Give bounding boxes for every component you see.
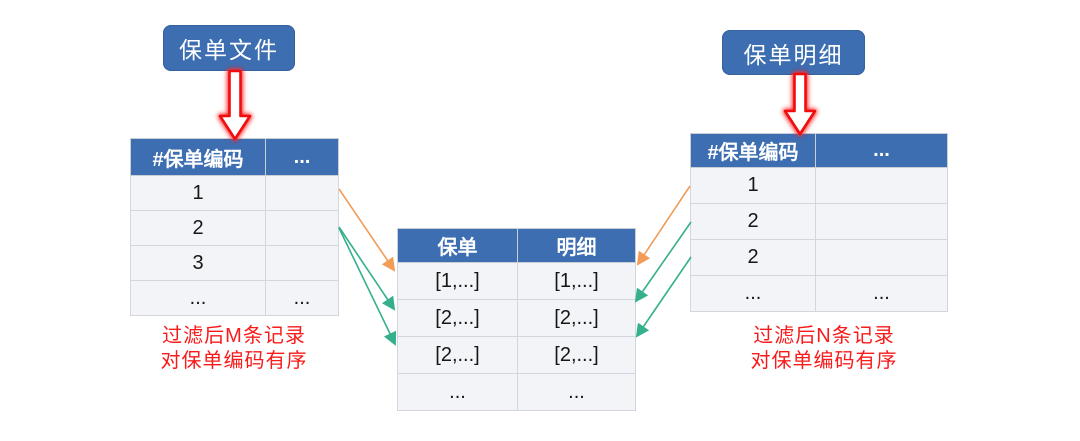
table-cell: 2: [690, 203, 816, 240]
policy-detail-table: #保单编码 ... 1 2 2 ... ...: [690, 133, 948, 312]
join-arrow-green-left: [338, 226, 396, 311]
table-cell: ...: [690, 275, 816, 312]
table-cell: ...: [397, 373, 518, 411]
table-cell: [2,...]: [517, 336, 636, 374]
policy-file-table: #保单编码 ... 1 2 3 ... ...: [130, 138, 339, 316]
join-arrow-green-right: [634, 221, 692, 303]
table-row: [2,...] [2,...]: [397, 336, 636, 374]
table-cell: [265, 210, 339, 246]
policy-id-header: #保单编码: [690, 133, 816, 168]
table-cell: ...: [130, 280, 266, 316]
table-cell: [815, 203, 948, 240]
table-cell: [815, 239, 948, 276]
table-cell: [2,...]: [517, 299, 636, 337]
table-header-row: #保单编码 ...: [690, 133, 948, 168]
table-row: [1,...] [1,...]: [397, 262, 636, 300]
red-down-arrow-icon: [783, 72, 817, 136]
more-columns-header: ...: [815, 133, 948, 168]
table-cell: [265, 175, 339, 211]
table-header-row: #保单编码 ...: [130, 138, 339, 176]
merged-result-table: 保单 明细 [1,...] [1,...] [2,...] [2,...] [2…: [397, 228, 636, 411]
policy-detail-badge: 保单明细: [722, 30, 865, 75]
table-cell: [1,...]: [397, 262, 518, 300]
policy-file-badge: 保单文件: [163, 25, 295, 71]
table-header-row: 保单 明细: [397, 228, 636, 263]
table-cell: 2: [130, 210, 266, 246]
detail-header: 明细: [517, 228, 636, 263]
caption-line: 对保单编码有序: [160, 350, 308, 372]
caption-line: 过滤后M条记录: [162, 325, 306, 347]
table-cell: 1: [690, 167, 816, 204]
left-table-caption: 过滤后M条记录 对保单编码有序: [104, 324, 364, 374]
table-row: ... ...: [397, 373, 636, 411]
table-cell: ...: [815, 275, 948, 312]
table-cell: 2: [690, 239, 816, 276]
table-row: 2: [690, 239, 948, 276]
table-cell: [1,...]: [517, 262, 636, 300]
table-row: [2,...] [2,...]: [397, 299, 636, 337]
table-row: ... ...: [690, 275, 948, 312]
table-row: ... ...: [130, 280, 339, 316]
table-cell: 3: [130, 245, 266, 281]
table-cell: ...: [517, 373, 636, 411]
more-columns-header: ...: [265, 138, 339, 176]
table-cell: 1: [130, 175, 266, 211]
policy-id-header: #保单编码: [130, 138, 266, 176]
table-row: 2: [130, 210, 339, 246]
join-arrow-orange-left: [338, 188, 396, 272]
table-cell: [265, 245, 339, 281]
table-cell: ...: [265, 280, 339, 316]
table-row: 2: [690, 203, 948, 240]
join-arrow-green-right: [635, 256, 692, 338]
table-cell: [2,...]: [397, 336, 518, 374]
table-row: 1: [130, 175, 339, 211]
red-down-arrow-icon: [218, 69, 252, 141]
table-row: 3: [130, 245, 339, 281]
policy-header: 保单: [397, 228, 518, 263]
caption-line: 对保单编码有序: [750, 350, 898, 372]
join-arrow-orange-right: [636, 185, 691, 266]
table-cell: [815, 167, 948, 204]
table-row: 1: [690, 167, 948, 204]
table-cell: [2,...]: [397, 299, 518, 337]
caption-line: 过滤后N条记录: [753, 325, 895, 347]
right-table-caption: 过滤后N条记录 对保单编码有序: [692, 324, 956, 374]
